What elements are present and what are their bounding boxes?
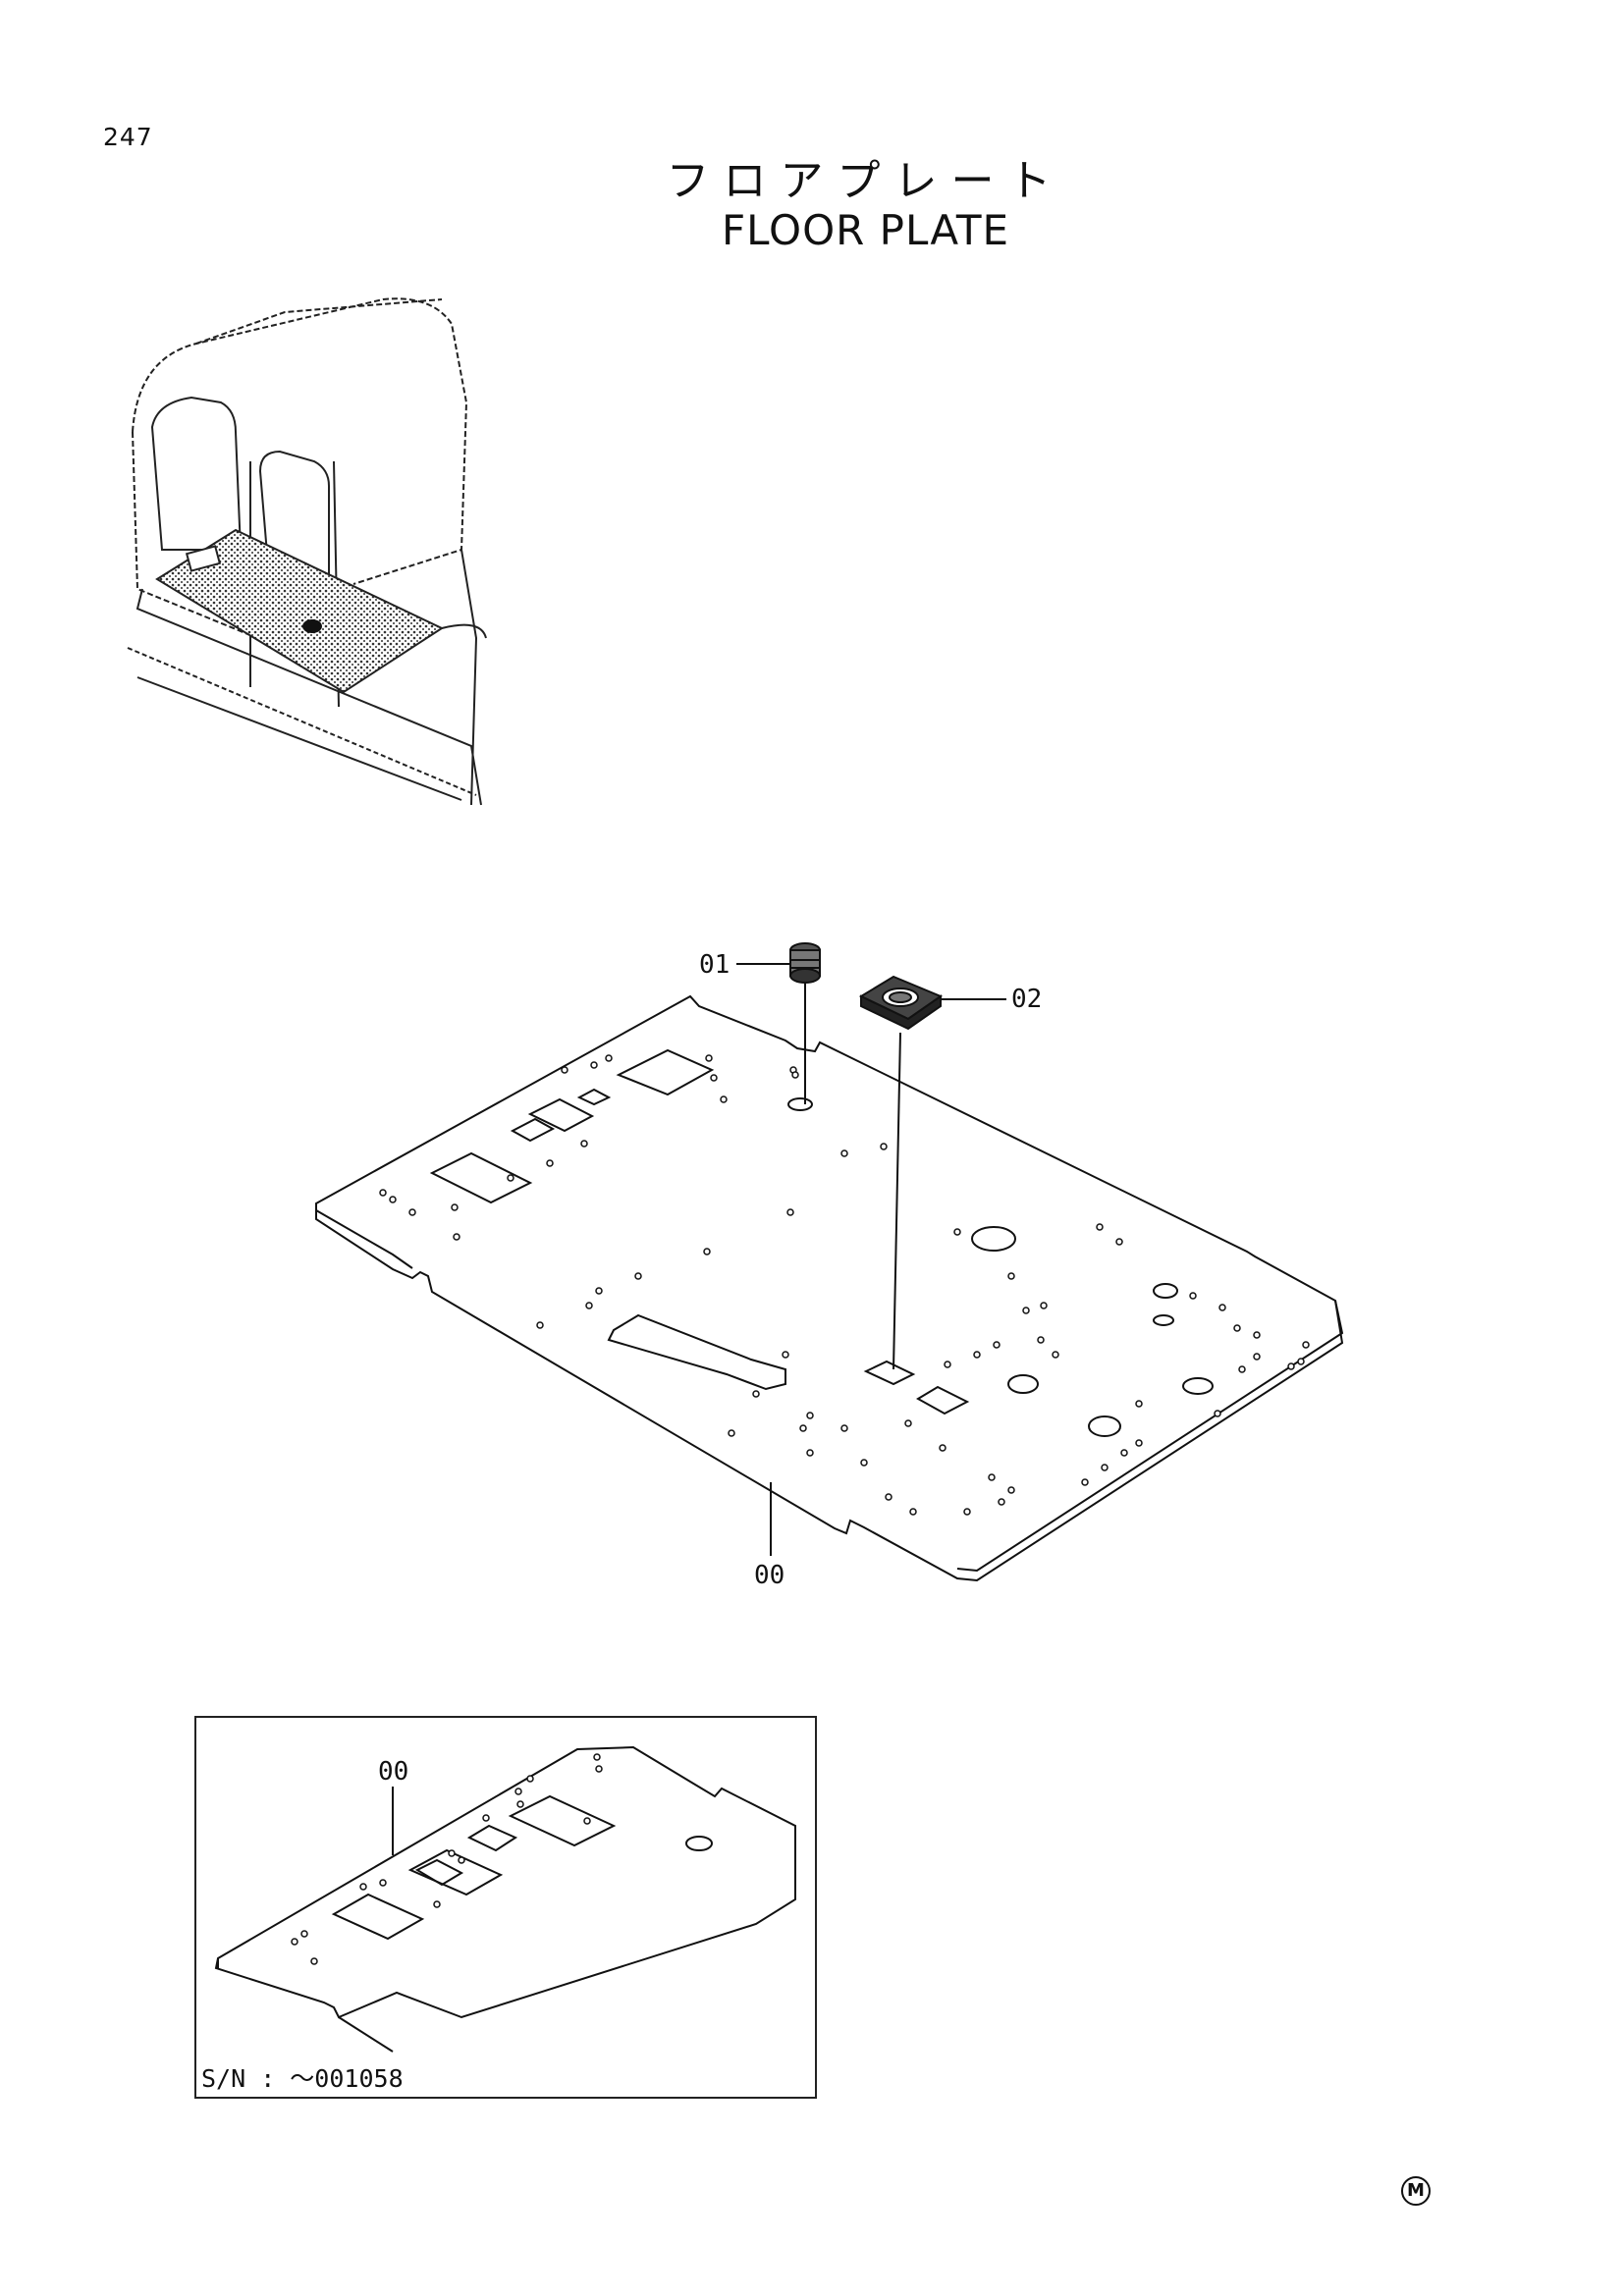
callout-00-main: 00 bbox=[754, 1561, 785, 1590]
callout-00-inset: 00 bbox=[378, 1757, 409, 1787]
part-01-plug bbox=[789, 942, 821, 984]
page-title-english: FLOOR PLATE bbox=[721, 206, 1010, 254]
floor-opening-highlight bbox=[185, 545, 222, 572]
floor-hole-highlight bbox=[302, 619, 322, 633]
floor-plate-main bbox=[315, 994, 1344, 1582]
leader-02-to-plate bbox=[893, 1032, 901, 1370]
inset-bolt-holes bbox=[291, 1753, 603, 1965]
page-number: 247 bbox=[103, 123, 153, 151]
inset-frame bbox=[194, 1716, 817, 2099]
serial-number-note: S/N : ～001058 bbox=[201, 2064, 404, 2093]
m-mark-icon: M bbox=[1401, 2176, 1431, 2206]
page-title-japanese: フロアプレート bbox=[666, 156, 1065, 206]
callout-02: 02 bbox=[1011, 985, 1043, 1014]
inset-floor-plate bbox=[214, 1745, 796, 2053]
floor-plate-bolt-holes bbox=[379, 1054, 1310, 1516]
cab-overview-illustration bbox=[127, 297, 487, 806]
callout-01: 01 bbox=[699, 950, 730, 980]
highlighted-floor-plate bbox=[155, 528, 445, 694]
part-02-grommet bbox=[858, 975, 944, 1031]
